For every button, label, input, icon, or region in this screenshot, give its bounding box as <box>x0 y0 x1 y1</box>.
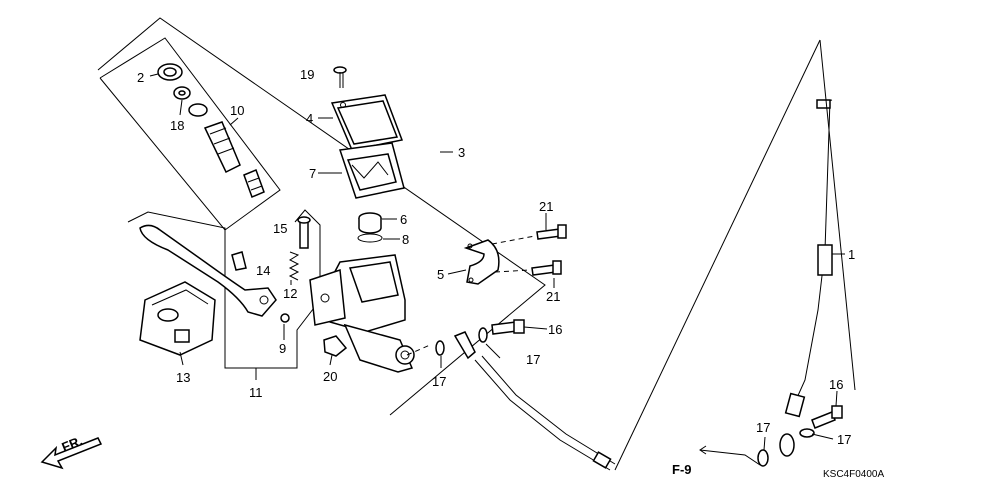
part-17-washer-b <box>435 340 445 356</box>
part-17-washer-d <box>799 428 815 438</box>
callout-18: 18 <box>170 118 184 133</box>
part-16-bolt-lower <box>811 405 843 429</box>
callout-7: 7 <box>309 166 316 181</box>
part-16-bolt-upper <box>491 319 525 335</box>
figure-code: KSC4F0400A <box>823 469 884 480</box>
callout-14: 14 <box>256 263 270 278</box>
callout-labels: 1 2 3 4 5 6 7 8 9 10 11 12 13 14 15 16 1… <box>137 67 855 447</box>
front-indicator-label: FR. <box>60 433 85 455</box>
reference-page-label: F-9 <box>672 462 692 477</box>
callout-9: 9 <box>279 341 286 356</box>
part-13-switch <box>139 281 216 356</box>
part-6-float <box>358 212 382 234</box>
part-12-spring <box>288 251 300 281</box>
part-2-boot <box>157 63 183 81</box>
front-direction-arrow <box>40 437 103 470</box>
callout-2: 2 <box>137 70 144 85</box>
callout-12: 12 <box>283 286 297 301</box>
part-5-holder <box>463 235 536 285</box>
part-19-screw <box>333 66 347 88</box>
part-14-screw <box>231 251 247 271</box>
part-18-washer <box>173 86 191 100</box>
callout-5: 5 <box>437 267 444 282</box>
callout-19: 19 <box>300 67 314 82</box>
part-8-circlip <box>357 233 383 243</box>
callout-6: 6 <box>400 212 407 227</box>
callout-17-b: 17 <box>432 374 446 389</box>
callout-17-a: 17 <box>526 352 540 367</box>
part-10-piston-set <box>188 103 265 198</box>
part-20-cap <box>323 335 348 357</box>
dashed-guide-lines <box>406 39 856 471</box>
callout-8: 8 <box>402 232 409 247</box>
part-9-nut <box>280 313 290 323</box>
callout-17-c: 17 <box>837 432 851 447</box>
callout-20: 20 <box>323 369 337 384</box>
part-15-pivot-bolt <box>297 216 311 249</box>
part-17-washer-a <box>478 327 488 343</box>
callout-15: 15 <box>273 221 287 236</box>
callout-21-lower: 21 <box>546 289 560 304</box>
callout-16-lower: 16 <box>829 377 843 392</box>
callout-3: 3 <box>458 145 465 160</box>
part-1-brake-hose <box>453 99 833 471</box>
callout-11: 11 <box>249 385 263 400</box>
part-7-diaphragm <box>339 142 405 199</box>
part-3-master-cylinder-body <box>309 254 415 373</box>
brake-lever <box>139 224 277 317</box>
part-4-reservoir-cap <box>330 94 404 151</box>
part-17-washer-c <box>757 449 769 467</box>
callout-4: 4 <box>306 111 313 126</box>
callout-16-upper: 16 <box>548 322 562 337</box>
callout-1: 1 <box>848 247 855 262</box>
leader-lines <box>149 73 845 451</box>
callout-17-d: 17 <box>756 420 770 435</box>
callout-21-upper: 21 <box>539 199 553 214</box>
part-21-bolt-upper <box>536 224 567 240</box>
part-21-bolt-lower <box>531 260 562 276</box>
callout-13: 13 <box>176 370 190 385</box>
callout-10: 10 <box>230 103 244 118</box>
